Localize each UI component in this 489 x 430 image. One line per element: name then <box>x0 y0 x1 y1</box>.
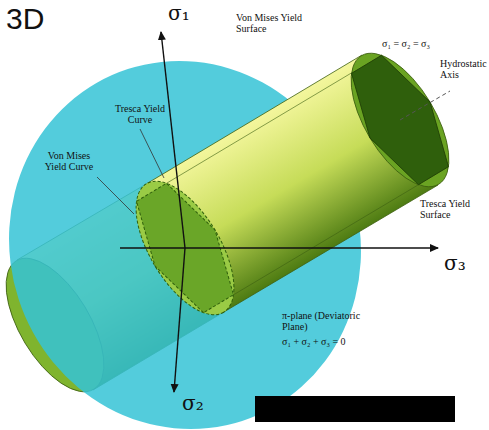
hydrostatic-axis <box>400 91 450 120</box>
tresca-edge <box>204 185 419 313</box>
axis-equation: σ₁ = σ₂ = σ₃ <box>382 38 430 49</box>
surface-label: Tresca Yield Surface <box>420 198 482 220</box>
sigma1-axis <box>161 32 185 248</box>
plane-equation: σ₁ + σ₂ + σ₃ = 0 <box>282 336 346 347</box>
black-bar <box>255 396 455 422</box>
surface-label: Von Mises Yield Surface <box>236 12 306 34</box>
axis-label: σ₂ <box>182 392 204 414</box>
plane-label: π-plane (Deviatoric Plane) <box>282 310 378 332</box>
axis-label: σ₁ <box>168 2 190 24</box>
figure-title: 3D <box>6 2 44 35</box>
axis-label: Hydrostatic Axis <box>440 58 486 80</box>
leader-line <box>140 129 164 178</box>
tresca-edge <box>167 55 382 183</box>
sigma3-axis <box>120 247 438 248</box>
axis-label: σ₃ <box>444 252 466 274</box>
sigma2-axis <box>174 248 185 392</box>
curve-label: Tresca Yield Curve <box>108 103 172 125</box>
leader-line <box>97 177 134 214</box>
curve-label: Von Mises Yield Curve <box>36 150 102 172</box>
